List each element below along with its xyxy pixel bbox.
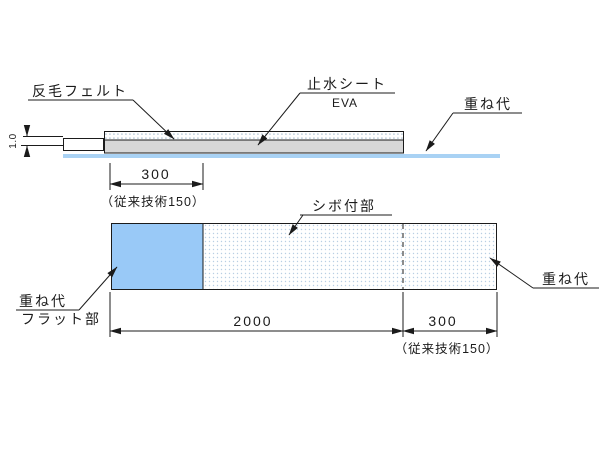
section-thickness-dimension: 1.0 [8, 125, 31, 157]
section-width-dim-text: 300 [141, 166, 170, 182]
sheet-label: 止水シート [307, 76, 387, 92]
flat-zone-label-line1: 重ね代 [19, 293, 67, 309]
section-flat-band [63, 138, 104, 151]
section-width-dimension: 300 （従来技術150） [101, 163, 206, 209]
sheet-material-label: EVA [332, 96, 358, 110]
felt-callout: 反毛フェルト [28, 83, 175, 140]
plan-overlap-callout: 重ね代 [489, 257, 599, 289]
section-thin-edge [21, 136, 63, 146]
plan-outline [111, 223, 497, 290]
sheet-callout: 止水シート EVA [257, 76, 395, 146]
plan-dimensions: 2000 300 （従来技術150） [109, 292, 500, 356]
plan-textured-zone [203, 223, 497, 290]
thickness-dim-text: 1.0 [8, 133, 19, 148]
texture-label: シボ付部 [312, 198, 376, 214]
texture-callout: シボ付部 [288, 198, 392, 236]
flat-zone-label-line2: フラット部 [21, 311, 101, 327]
plan-length-dim-text: 2000 [233, 313, 272, 329]
section-overlap-strip [63, 154, 500, 158]
plan-overlap-label: 重ね代 [542, 271, 590, 287]
section-felt-layer [104, 131, 404, 141]
plan-width-dim-text: 300 [428, 313, 457, 329]
plan-flat-zone [111, 223, 203, 290]
felt-label: 反毛フェルト [32, 83, 128, 99]
plan-view: シボ付部 重ね代 重ね代 フラット部 20 [16, 198, 599, 356]
section-overlap-callout: 重ね代 [425, 96, 522, 152]
plan-width-note: （従来技術150） [395, 342, 500, 356]
section-width-note: （従来技術150） [101, 195, 206, 209]
section-view: 1.0 反毛フェルト 止水シート EVA 重ね代 [8, 76, 522, 209]
section-eva-layer [104, 139, 404, 154]
flat-zone-callout: 重ね代 フラット部 [16, 266, 118, 327]
section-overlap-label: 重ね代 [464, 96, 512, 112]
